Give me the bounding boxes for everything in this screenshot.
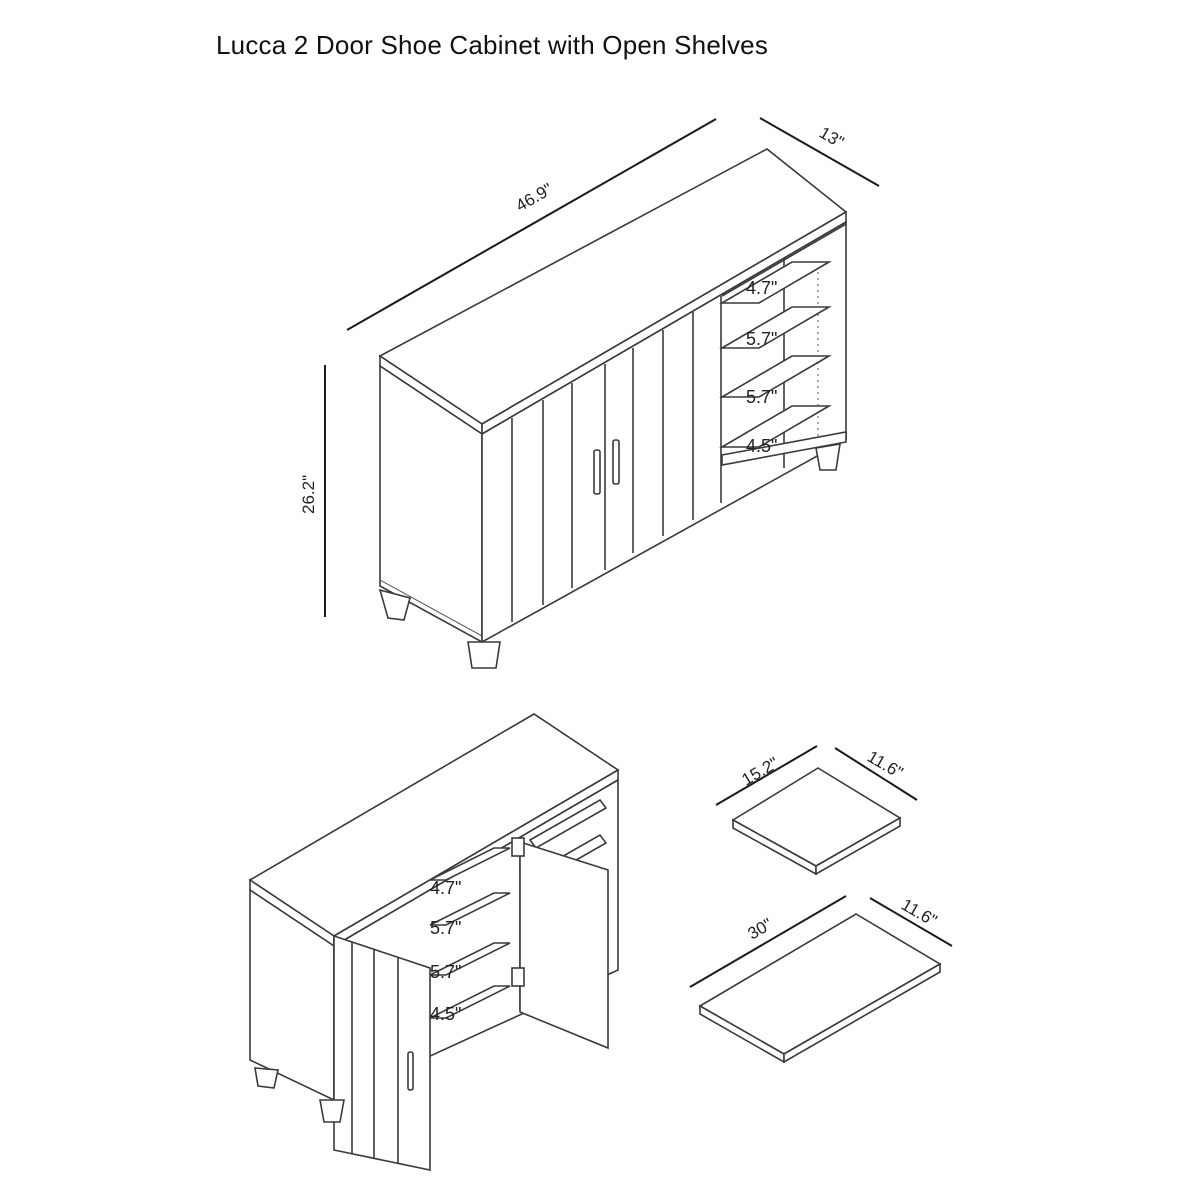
open-cabinet-view: 4.7" 5.7" 5.7" 4.5" [248,713,620,1171]
left-door-handle [593,449,601,495]
open-leg-back-left [254,1067,279,1089]
small-shelf-length-line [715,745,818,806]
open-shelf-gap-3: 5.7" [430,962,461,982]
right-door-handle [612,439,620,485]
shelf-4 [719,405,832,448]
large-shelf-diagram: 30" 11.6" [689,895,953,1064]
small-shelf-depth-line [834,747,918,801]
main-cabinet-view: 46.9" 13" 26.2" 4.7" 5.7" 5.7" 4.5" [299,117,880,669]
left-door-handle-open [407,1051,414,1091]
small-shelf-length-label: 15.2" [739,753,782,789]
open-shelf-gap-4: 4.5" [430,1004,461,1024]
diagram-title: Lucca 2 Door Shoe Cabinet with Open Shel… [216,30,769,60]
open-shelf-gap-2: 5.7" [430,918,461,938]
open-shelf-1 [429,847,511,881]
width-label: 46.9" [513,179,556,215]
shelf-gap-label-3: 5.7" [746,387,777,407]
bottom-shelf [721,431,847,466]
hinge-upper [511,837,525,857]
right-door-open [519,840,609,1050]
small-shelf-depth-label: 11.6" [864,747,906,782]
depth-label: 13" [816,123,847,152]
open-shelf-4 [429,985,511,1019]
leg-front-right [815,443,841,471]
width-dimension-line [346,118,717,331]
left-door-open [333,934,431,1171]
small-shelf-diagram: 15.2" 11.6" [715,745,918,876]
shelf-gap-label-2: 5.7" [746,329,777,349]
small-shelf-edge-right [815,816,901,876]
shelf-2 [719,306,832,349]
hinge-lower [511,967,525,987]
open-shelf-3 [429,942,511,976]
large-shelf-depth-line [869,897,953,947]
open-shelf-2 [429,892,511,926]
shelf-gap-label-4: 4.5" [746,436,777,456]
shelf-gap-label-1: 4.7" [746,278,777,298]
large-shelf-length-line [689,895,847,988]
open-shelf-right-1 [528,798,608,850]
open-shelf-gap-1: 4.7" [430,878,461,898]
shelf-1 [719,261,832,304]
side-bottom-edge [379,579,483,637]
leg-back-left [378,588,411,621]
leg-front-left [467,641,501,669]
large-shelf-edge-right [783,962,941,1064]
height-label: 26.2" [299,475,318,514]
open-leg-front-left [319,1099,345,1123]
large-shelf-depth-label: 11.6" [898,895,940,930]
depth-dimension-line [759,117,880,187]
shelf-3 [719,355,832,398]
